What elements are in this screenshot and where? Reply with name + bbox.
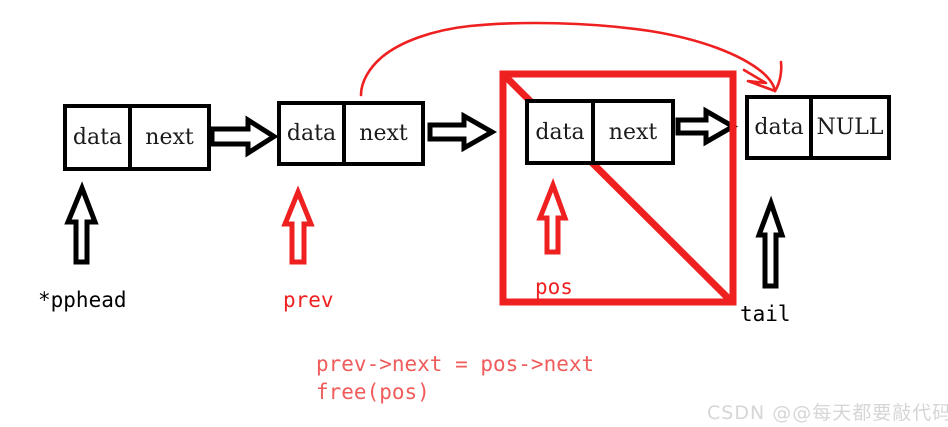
node-tail-data-cell: data — [749, 99, 813, 156]
node-pos-data-cell: data — [529, 103, 595, 161]
list-node-pos: data next — [525, 99, 675, 165]
link-arrow-prev-to-pos — [427, 111, 498, 153]
pointer-arrow-pphead — [64, 181, 99, 265]
list-node-tail: data NULL — [745, 95, 891, 160]
list-node-head: data next — [63, 104, 211, 171]
deletion-box — [499, 70, 737, 306]
code-annotation-line-1: prev->next = pos->next — [316, 352, 595, 376]
pointer-arrow-prev — [281, 185, 315, 265]
pointer-label-tail: tail — [740, 302, 791, 326]
pointer-arrow-pos — [536, 177, 569, 255]
node-prev-data-cell: data — [281, 105, 346, 162]
link-arrow-head-to-prev — [209, 115, 279, 158]
pointer-label-pphead: *pphead — [38, 288, 127, 312]
pointer-label-prev: prev — [283, 288, 334, 312]
node-prev-next-cell: next — [346, 105, 421, 162]
code-annotation-line-2: free(pos) — [316, 380, 430, 404]
node-pos-next-cell: next — [595, 103, 671, 161]
reroute-curved-arrow — [359, 21, 783, 97]
link-arrow-pos-to-tail — [675, 106, 739, 147]
list-node-prev: data next — [277, 101, 425, 166]
node-tail-next-cell: NULL — [813, 99, 887, 156]
pointer-arrow-tail — [755, 195, 786, 289]
node-head-data-cell: data — [67, 108, 132, 167]
node-head-next-cell: next — [132, 108, 207, 167]
pointer-label-pos: pos — [535, 275, 573, 299]
csdn-watermark: CSDN @@每天都要敲代码 — [707, 402, 948, 424]
